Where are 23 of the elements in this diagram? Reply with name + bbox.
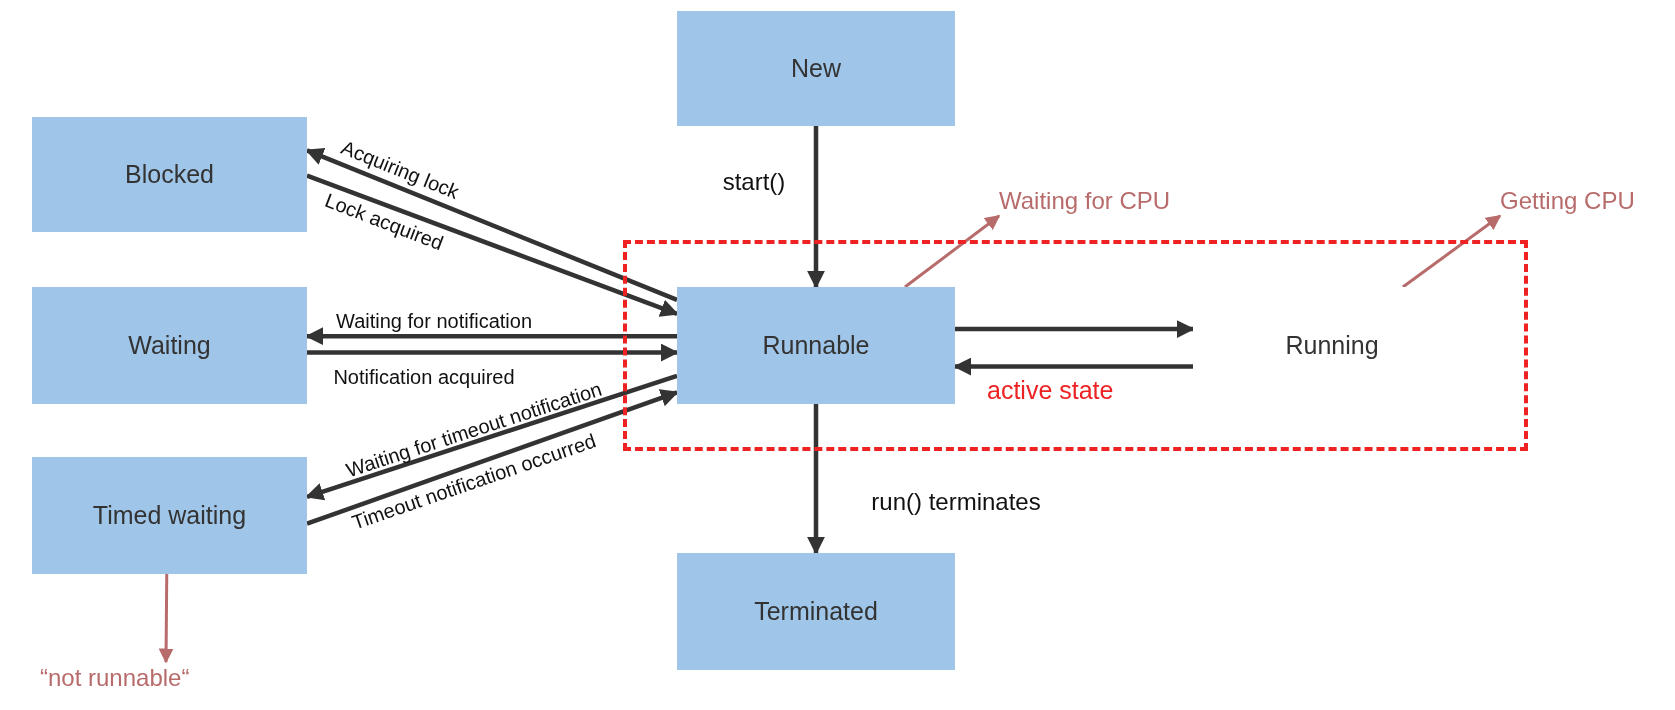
annotation-text: Getting CPU <box>1500 186 1670 216</box>
state-box: Runnable <box>677 287 955 404</box>
arrow <box>158 574 174 664</box>
arrow <box>904 214 1001 289</box>
arrow <box>307 343 679 362</box>
edge-label: start() <box>722 168 786 196</box>
region-label: active state <box>987 376 1114 405</box>
dashed-region <box>623 240 1528 451</box>
arrow <box>807 126 825 289</box>
state-box: Timed waiting <box>32 457 307 574</box>
state-box: Terminated <box>677 553 955 670</box>
edge-label: Waiting for notification <box>336 309 532 333</box>
arrow <box>955 320 1195 339</box>
arrow <box>306 389 679 526</box>
edge-label: run() terminates <box>871 488 1041 516</box>
state-box: New <box>677 11 955 126</box>
state-box: Blocked <box>32 117 307 232</box>
annotation-text: Waiting for CPU <box>999 186 1229 216</box>
state-box: Waiting <box>32 287 307 404</box>
arrow <box>1402 214 1502 289</box>
arrow <box>807 404 825 555</box>
arrow <box>306 173 679 317</box>
annotation-text: “not runnable“ <box>40 662 280 694</box>
